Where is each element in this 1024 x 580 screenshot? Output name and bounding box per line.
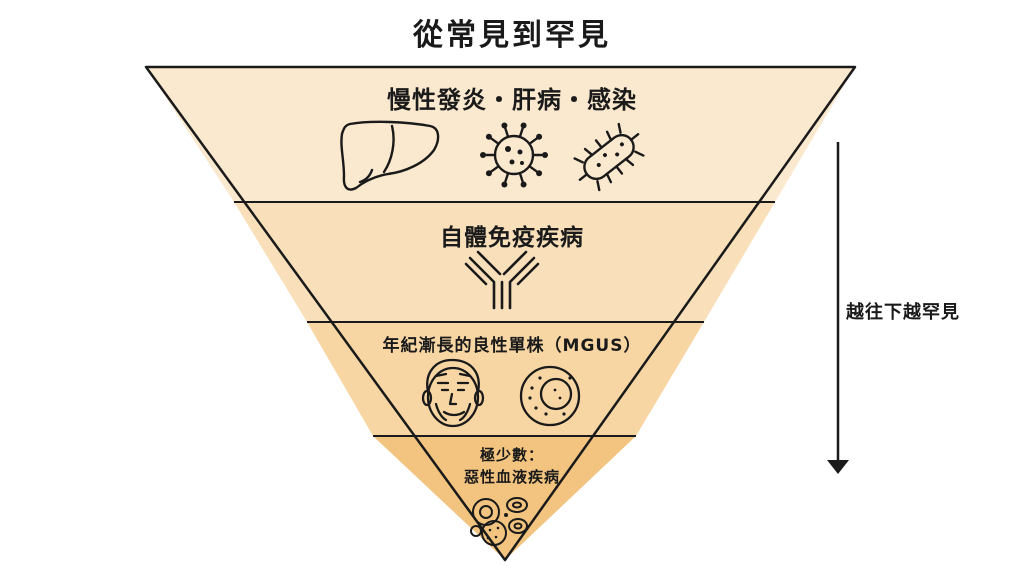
tier-1-label: 慢性發炎・肝病・感染 (387, 86, 637, 114)
bacteria-icon (573, 122, 645, 192)
rarity-side-label: 越往下越罕見 (846, 302, 960, 323)
liver-icon (340, 120, 440, 191)
plasma-cell-icon (519, 365, 581, 427)
antibody-icon (464, 250, 540, 310)
tier-4-label-line-1: 極少數： (479, 446, 544, 464)
pyramid-outline (144, 65, 857, 562)
tier-3-band (307, 322, 704, 436)
blood-cells-icon (470, 497, 528, 546)
tier-2-label: 自體免疫疾病 (440, 225, 584, 251)
tier-4-label-line-2: 惡性血液疾病 (463, 468, 560, 486)
rarity-arrow (827, 142, 849, 474)
elderly-face-icon (421, 358, 485, 428)
virus-icon (480, 122, 548, 188)
tier-1-band (146, 67, 855, 202)
tier-2-band (234, 202, 775, 322)
tier-3-label: 年紀漸長的良性單株（MGUS） (382, 336, 642, 356)
diagram-title: 從常見到罕見 (413, 18, 611, 53)
